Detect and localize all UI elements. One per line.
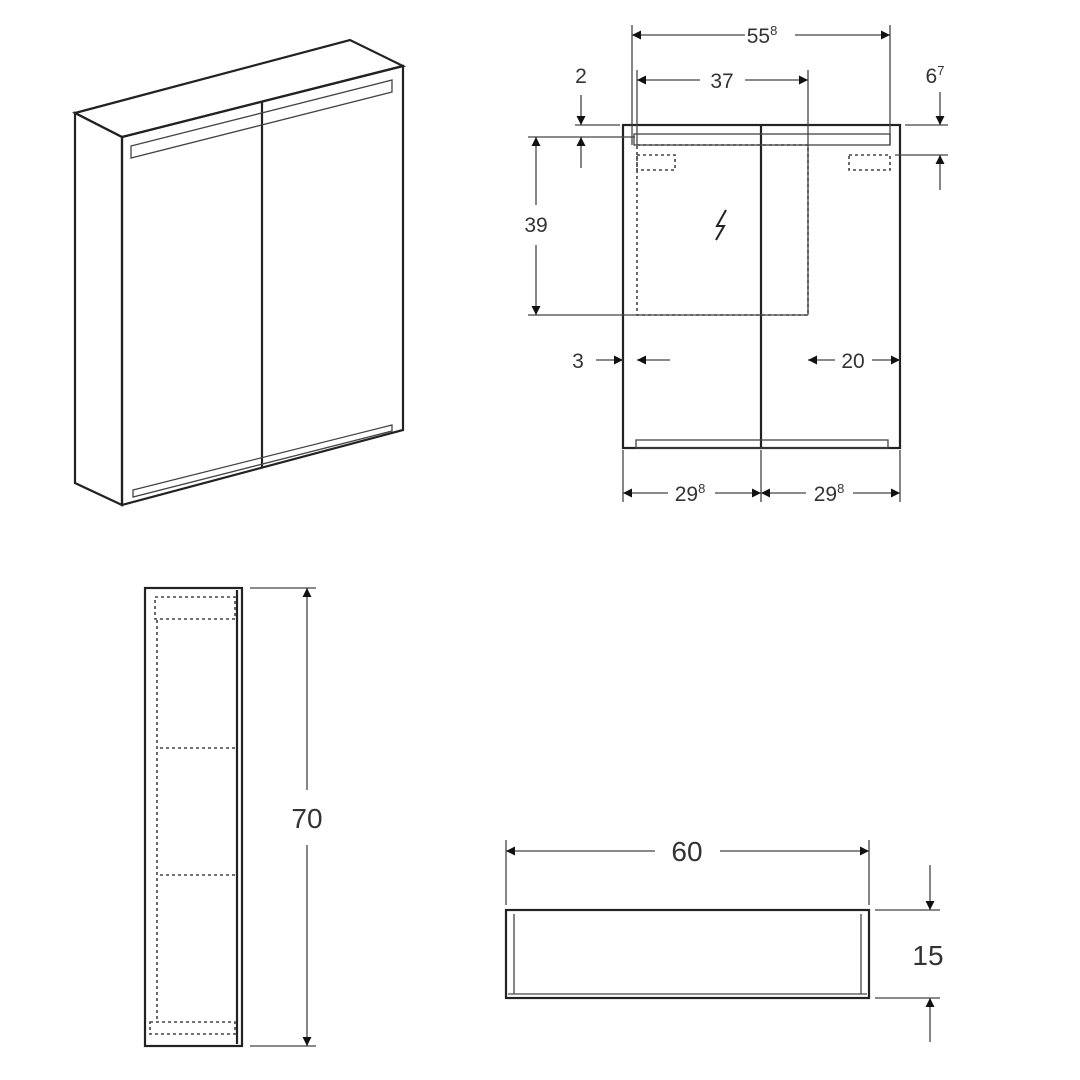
- side-bottom-light: [149, 1021, 236, 1035]
- light-bar-top: [130, 79, 393, 159]
- socket-left: [636, 154, 676, 171]
- bottom-outline: [504, 908, 871, 1000]
- dim-width: 60: [671, 836, 702, 867]
- side-outline: [143, 586, 244, 1048]
- cabinet-front: [120, 64, 405, 507]
- light-bar-bottom: [132, 424, 393, 498]
- bottom-view: 60 15: [504, 836, 944, 1042]
- cabinet-perspective-view: [71, 38, 407, 507]
- electric-icon: [715, 209, 727, 241]
- dim-height: 70: [291, 803, 322, 834]
- front-bottom-light: [635, 439, 889, 449]
- front-view: 558 37 2 39 67 3 20: [524, 23, 948, 506]
- side-view: 70: [143, 586, 323, 1048]
- socket-right: [848, 154, 891, 171]
- dim-inner-width: 37: [710, 70, 733, 93]
- cabinet-top: [71, 38, 407, 139]
- dim-top-offset: 2: [575, 65, 587, 88]
- dim-right-offset: 20: [841, 350, 864, 373]
- dim-depth: 15: [912, 940, 943, 971]
- dim-left-offset: 3: [572, 350, 584, 373]
- cabinet-side: [73, 111, 124, 507]
- dim-inner-height: 39: [524, 214, 547, 237]
- side-light-housing: [154, 596, 236, 620]
- dim-door-right: 298: [814, 481, 845, 506]
- dim-light-offset: 67: [926, 63, 945, 88]
- dim-total-width: 558: [747, 23, 778, 48]
- dim-door-left: 298: [675, 481, 706, 506]
